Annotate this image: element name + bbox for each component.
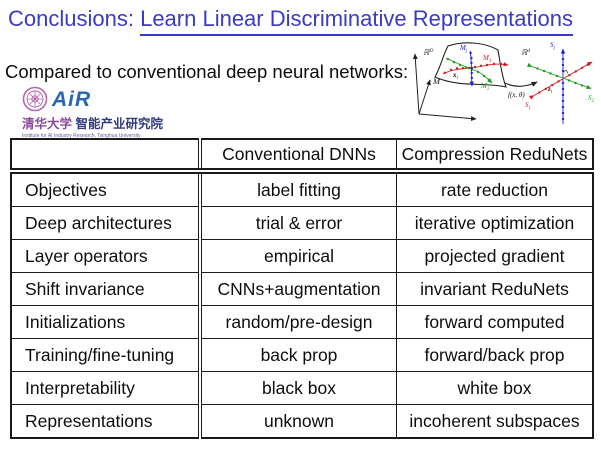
manifold-to-subspaces-diagram: ℝD M1 M2 xyxy=(412,41,595,124)
feature-space-label: ℝd xyxy=(521,48,530,57)
slide-title-prefix: Conclusions: xyxy=(8,6,134,31)
dnn-value-cell: empirical xyxy=(199,239,397,273)
comparison-table: Conventional DNNs Compression ReduNets O… xyxy=(10,138,594,439)
dnn-value-cell: trial & error xyxy=(199,206,397,240)
row-label-cell: Shift invariance xyxy=(10,272,202,306)
row-label-cell: Interpretability xyxy=(10,371,202,405)
column-header-conventional-dnns: Conventional DNNs xyxy=(199,138,397,174)
svg-text:S2: S2 xyxy=(588,94,595,104)
redunet-value-cell: iterative optimization xyxy=(396,206,594,240)
redunet-value-cell: incoherent subspaces xyxy=(396,404,594,439)
table-row: Representations unknown incoherent subsp… xyxy=(10,404,594,439)
right-angle-mark xyxy=(562,69,569,74)
dnn-value-cell: unknown xyxy=(199,404,397,439)
sample-point-label: xi xyxy=(452,71,459,81)
header-row: Conventional DNNs Compression ReduNets xyxy=(10,138,594,174)
manifold-curve-m2: M2 xyxy=(445,57,493,92)
column-header-empty xyxy=(10,138,202,174)
column-header-compression-redunets: Compression ReduNets xyxy=(396,138,594,174)
slide-title: Conclusions: Learn Linear Discriminative… xyxy=(8,6,573,36)
table-row: Shift invariance CNNs+augmentation invar… xyxy=(10,272,594,306)
row-label-cell: Representations xyxy=(10,404,202,439)
redunet-value-cell: forward/back prop xyxy=(396,338,594,372)
row-label-cell: Deep architectures xyxy=(10,206,202,240)
svg-text:S1: S1 xyxy=(525,101,531,111)
row-label-cell: Objectives xyxy=(10,170,202,207)
redunet-value-cell: white box xyxy=(396,371,594,405)
manifold-label: M xyxy=(432,76,441,86)
table-row: Initializations random/pre-design forwar… xyxy=(10,305,594,339)
redunet-value-cell: invariant ReduNets xyxy=(396,272,594,306)
table-row: Interpretability black box white box xyxy=(10,371,594,405)
tsinghua-emblem-icon xyxy=(22,86,48,112)
redunet-value-cell: projected gradient xyxy=(396,239,594,273)
table-row: Training/fine-tuning back prop forward/b… xyxy=(10,338,594,372)
ambient-space-label: ℝD xyxy=(423,48,433,57)
mapping-arrow xyxy=(504,81,538,87)
manifold-patch xyxy=(434,42,507,88)
svg-text:Mj: Mj xyxy=(459,44,468,54)
dnn-value-cell: label fitting xyxy=(199,170,397,207)
dnn-value-cell: back prop xyxy=(199,338,397,372)
table-row: Deep architectures trial & error iterati… xyxy=(10,206,594,240)
row-label-cell: Layer operators xyxy=(10,239,202,273)
dnn-value-cell: black box xyxy=(199,371,397,405)
svg-text:M2: M2 xyxy=(480,82,490,92)
feature-point-label: zi xyxy=(547,85,553,95)
svg-text:Sj: Sj xyxy=(550,41,556,51)
table-row: Layer operators empirical projected grad… xyxy=(10,239,594,273)
redunet-value-cell: forward computed xyxy=(396,305,594,339)
svg-text:M1: M1 xyxy=(482,54,491,64)
comparison-table-body: Objectives label fitting rate reduction … xyxy=(10,170,594,439)
air-logotype: AiR xyxy=(52,87,92,111)
tsinghua-air-logo: AiR 清华大学 智能产业研究院 Institute for AI Indust… xyxy=(22,86,192,139)
ambient-space-axes xyxy=(412,53,477,121)
redunet-value-cell: rate reduction xyxy=(396,170,594,207)
row-label-cell: Training/fine-tuning xyxy=(10,338,202,372)
slide-subtitle: Compared to conventional deep neural net… xyxy=(5,61,409,82)
table-row: Objectives label fitting rate reduction xyxy=(10,170,594,207)
row-label-cell: Initializations xyxy=(10,305,202,339)
slide-title-underlined: Learn Linear Discriminative Representati… xyxy=(140,6,573,36)
mapping-function-label: f(x, θ) xyxy=(508,91,525,99)
dnn-value-cell: CNNs+augmentation xyxy=(199,272,397,306)
subspace-s2: S2 xyxy=(527,62,595,104)
logo-english-name: Institute for AI Industry Research, Tsin… xyxy=(22,133,141,139)
dnn-value-cell: random/pre-design xyxy=(199,305,397,339)
manifold-curve-mj: Mj xyxy=(459,44,474,87)
logo-chinese-name: 清华大学 智能产业研究院 xyxy=(22,117,164,131)
